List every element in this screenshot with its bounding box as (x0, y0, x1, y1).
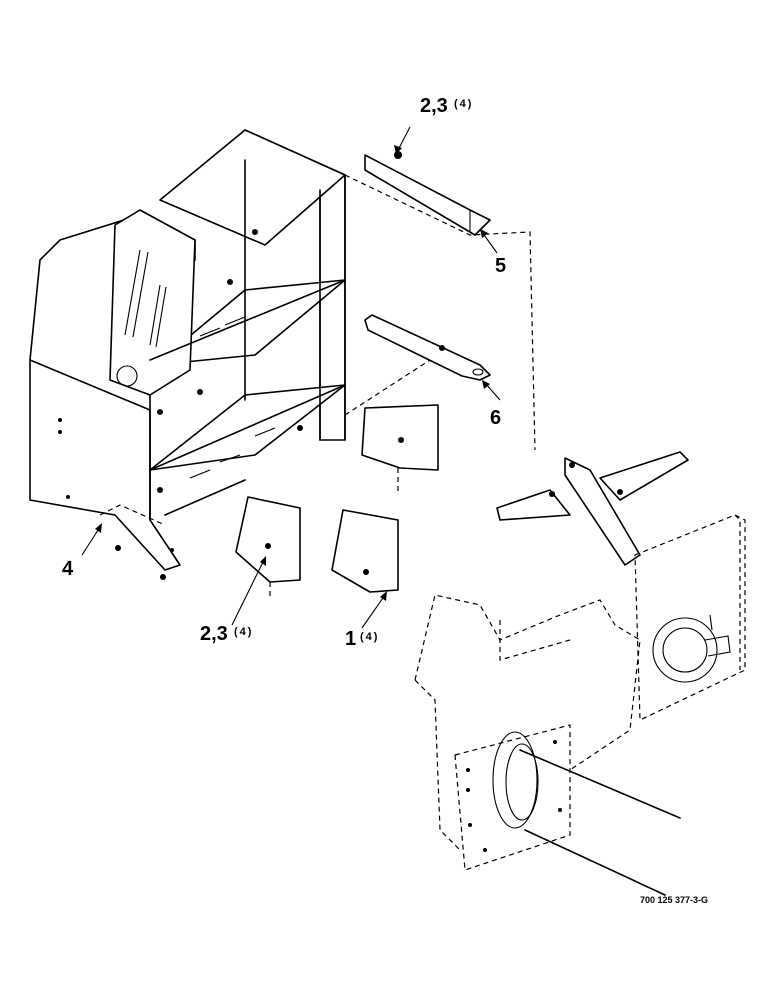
callout-1-qty: (4) (360, 631, 379, 643)
callout-6: 6 (490, 407, 501, 429)
callout-2-3-top-qty: (4) (454, 98, 473, 110)
right-housing (634, 514, 746, 721)
bracket-part-5 (344, 151, 536, 451)
callout-4: 4 (62, 558, 74, 580)
lower-chassis (414, 594, 681, 896)
leader-lines (81, 126, 501, 629)
callout-4-number: 4 (62, 558, 74, 580)
drawing-reference-number: 700 125 377-3-G (640, 895, 709, 905)
linkage-brackets (496, 451, 689, 566)
callout-1-number: 1 (345, 628, 356, 650)
callout-2-3-bottom: 2,3 (4) (200, 623, 253, 645)
deflector-plates (235, 404, 439, 600)
main-frame-assembly (29, 129, 346, 580)
bracket-part-6 (344, 314, 491, 416)
callout-5: 5 (495, 255, 506, 277)
callout-2-3-top-number: 2,3 (420, 95, 448, 117)
callout-1: 1 (4) (345, 628, 379, 650)
callout-5-number: 5 (495, 255, 506, 277)
callout-6-number: 6 (490, 407, 501, 429)
callout-2-3-top: 2,3 (4) (420, 95, 473, 117)
callout-2-3-bottom-number: 2,3 (200, 623, 228, 645)
callout-2-3-bottom-qty: (4) (234, 626, 253, 638)
